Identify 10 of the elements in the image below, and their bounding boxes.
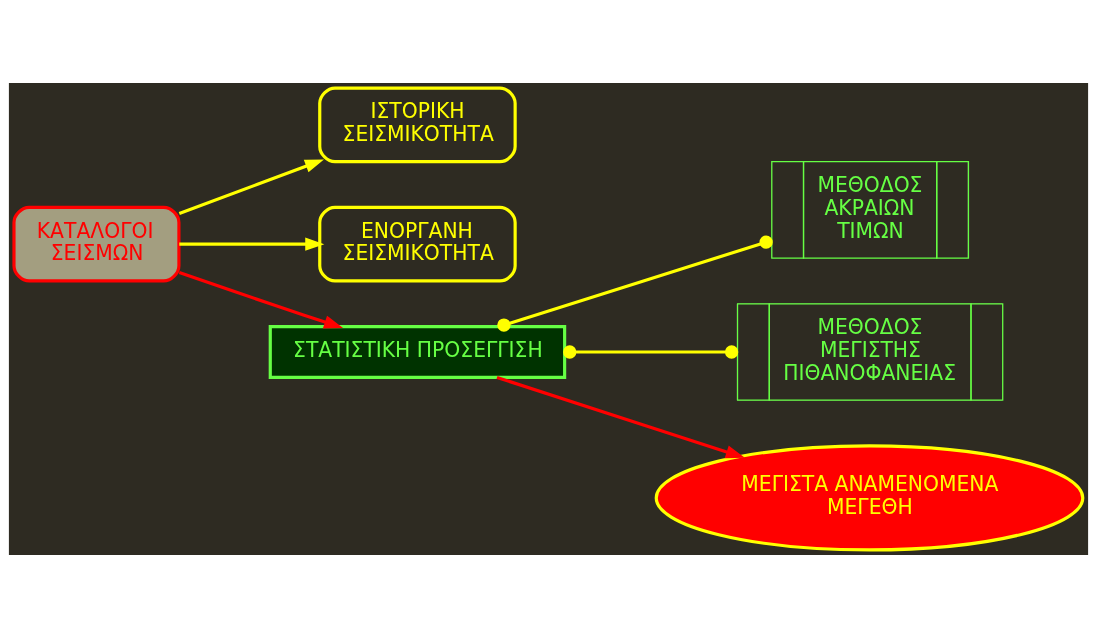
arrow [178,158,324,215]
connector [497,235,773,332]
connector [563,344,739,359]
node-box: ΙΣΤΟΡΙΚΗ ΣΕΙΣΜΙΚΟΤΗΤΑ [318,86,517,163]
arrow [179,236,325,251]
arrow [496,375,745,458]
node-box: ΣΤΑΤΙΣΤΙΚΗ ΠΡΟΣΕΓΓΙΣΗ [268,324,567,379]
node-box: ΕΝΟΡΓΑΝΗ ΣΕΙΣΜΙΚΟΤΗΤΑ [318,205,517,282]
node-box: ΚΑΤΑΛΟΓΟΙ ΣΕΙΣΜΩΝ [12,205,181,282]
arrow [178,270,344,328]
